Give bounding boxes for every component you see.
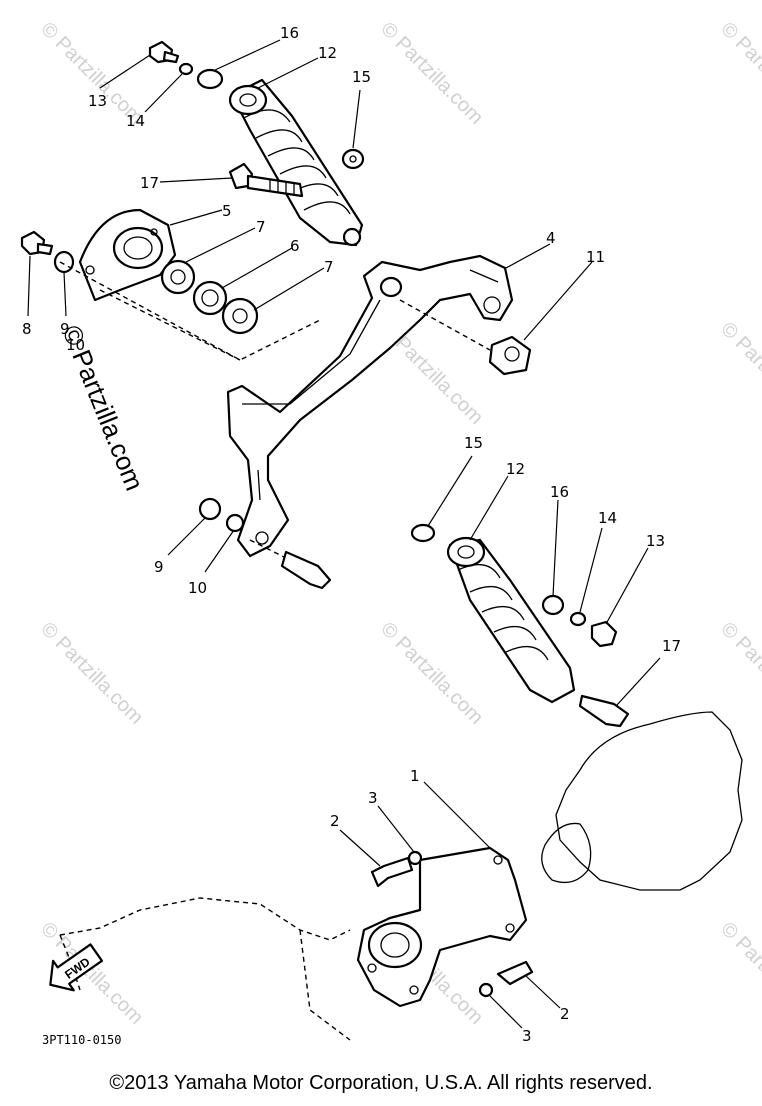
washer-15-lower xyxy=(410,523,436,543)
callout: 7 xyxy=(256,218,266,236)
watermark: © Partzilla.com xyxy=(376,18,487,129)
collar-9 xyxy=(198,497,222,521)
rear-arm-4 xyxy=(226,254,514,558)
rear-shock-absorber-upper xyxy=(228,78,364,247)
copyright-notice: ©2013 Yamaha Motor Corporation, U.S.A. A… xyxy=(109,1072,653,1094)
washer-3-lower xyxy=(478,982,494,998)
exploded-parts-diagram: © Partzilla.com © Partzilla.com © Partzi… xyxy=(20,18,762,1045)
bolt-2-upper xyxy=(370,856,414,888)
callout: 17 xyxy=(140,174,159,192)
callout: 1 xyxy=(410,767,420,785)
bolt-13-top xyxy=(148,40,180,64)
bearing-7b xyxy=(221,297,259,335)
callout: 4 xyxy=(546,229,556,247)
watermark: © Partzilla.com xyxy=(716,318,762,429)
callout: 3 xyxy=(368,789,378,807)
callout: 13 xyxy=(88,92,107,110)
spacer-6 xyxy=(192,280,228,316)
callout: 15 xyxy=(352,68,371,86)
diagram-code: 3PT110-0150 xyxy=(42,1033,122,1047)
washer-15-top xyxy=(341,148,365,170)
callout: 5 xyxy=(222,202,232,220)
callout: 9 xyxy=(60,320,70,338)
bolt-17-top xyxy=(228,162,304,198)
watermark: © Partzilla.com xyxy=(376,618,487,729)
bracket-5 xyxy=(78,208,177,302)
callout: 13 xyxy=(646,532,665,550)
callout: 3 xyxy=(522,1027,532,1045)
callout: 7 xyxy=(324,258,334,276)
callout: 14 xyxy=(126,112,145,130)
watermark: © Partzilla.com xyxy=(716,918,762,1029)
bearing-7a xyxy=(160,259,196,295)
washer-14-top xyxy=(178,62,194,76)
bolt-2-lower xyxy=(496,960,534,986)
rear-shock-absorber-lower xyxy=(446,536,576,704)
watermark: © Partzilla.com xyxy=(36,618,147,729)
callout: 8 xyxy=(22,320,32,338)
callout: 10 xyxy=(188,579,207,597)
washer-16-lower xyxy=(541,594,565,616)
washer-8 xyxy=(53,250,75,274)
callout: 12 xyxy=(318,44,337,62)
engine-mount-bracket-1 xyxy=(356,846,528,1008)
frame-outline xyxy=(59,897,351,1041)
bolt-13-lower xyxy=(590,620,618,648)
callout: 6 xyxy=(290,237,300,255)
watermark: © Partzilla.com xyxy=(716,18,762,129)
washer-3-upper xyxy=(407,850,423,866)
arm-bolt xyxy=(249,539,332,590)
watermark: © Partzilla.com xyxy=(716,618,762,729)
washer-14-lower xyxy=(569,611,587,627)
callout: 11 xyxy=(586,248,605,266)
callout: 10 xyxy=(66,336,85,354)
callout: 14 xyxy=(598,509,617,527)
engine-case-outline xyxy=(541,711,743,891)
callout: 17 xyxy=(662,637,681,655)
leader-lines xyxy=(27,39,661,1029)
callout: 16 xyxy=(550,483,569,501)
bolt-17-lower xyxy=(578,694,630,728)
callout-numbers: 1 2 2 3 3 4 5 6 7 7 8 9 9 10 10 11 12 12… xyxy=(22,24,681,1045)
callout: 15 xyxy=(464,434,483,452)
bushing-11 xyxy=(488,335,532,376)
callout: 9 xyxy=(154,558,164,576)
callout: 2 xyxy=(560,1005,570,1023)
callout: 16 xyxy=(280,24,299,42)
bolt-8 xyxy=(20,230,54,256)
callout: 2 xyxy=(330,812,340,830)
washer-10 xyxy=(225,513,245,533)
callout: 12 xyxy=(506,460,525,478)
watermark-layer: © Partzilla.com © Partzilla.com © Partzi… xyxy=(36,18,762,1029)
washer-16-top xyxy=(196,68,224,90)
